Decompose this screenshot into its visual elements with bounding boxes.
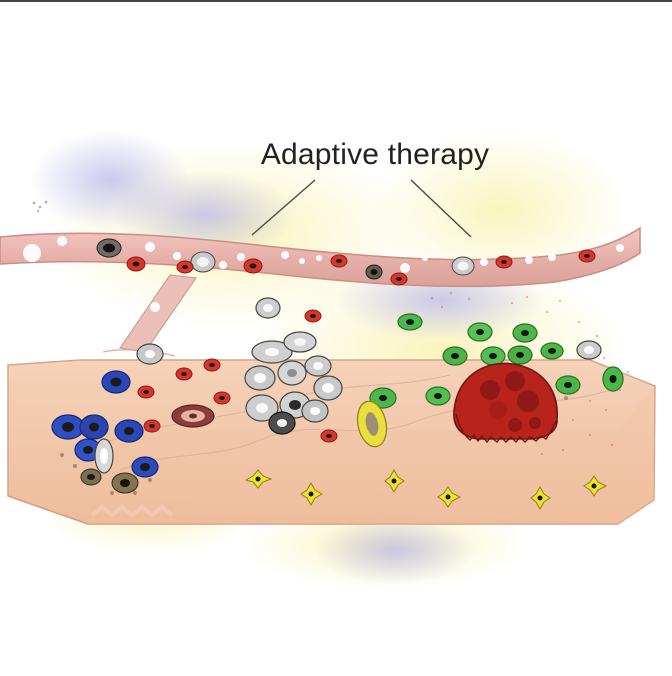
red-vessel-cell-icon [390, 272, 408, 286]
blue-cell-icon [101, 370, 131, 394]
stellate-cells [244, 468, 608, 511]
red-vessel-cell-icon [330, 254, 348, 268]
dark-vessel-cell-icon [96, 238, 122, 258]
stellate-cell-icon [244, 469, 273, 489]
tumor-mass-icon [453, 362, 558, 444]
vessel-cells [96, 238, 596, 286]
red-vessel-cell-icon [126, 256, 146, 272]
yellow-cell-icon [356, 400, 388, 448]
vessel-holes [23, 236, 624, 312]
spray-dots [430, 291, 630, 456]
small-red-tumor-icon [171, 404, 215, 428]
dark-vessel-cell-icon [365, 264, 383, 280]
figure-title: Adaptive therapy [260, 138, 490, 171]
top-border [0, 0, 672, 2]
speckles [32, 200, 48, 213]
title-pointer-lines [251, 179, 472, 238]
grey-cell-icon [255, 297, 281, 319]
red-vessel-cell-icon [176, 260, 194, 274]
grey-cell-cluster [136, 297, 602, 435]
red-vessel-cell-icon [243, 258, 263, 274]
green-cell-icon [397, 313, 423, 331]
red-vessel-cell-icon [578, 249, 596, 263]
red-vessel-cell-icon [495, 255, 513, 269]
grey-vessel-cell-icon [190, 251, 216, 273]
blue-cell-cluster [51, 370, 159, 494]
green-cell-cluster [369, 313, 624, 409]
grey-vessel-cell-icon [451, 256, 475, 276]
